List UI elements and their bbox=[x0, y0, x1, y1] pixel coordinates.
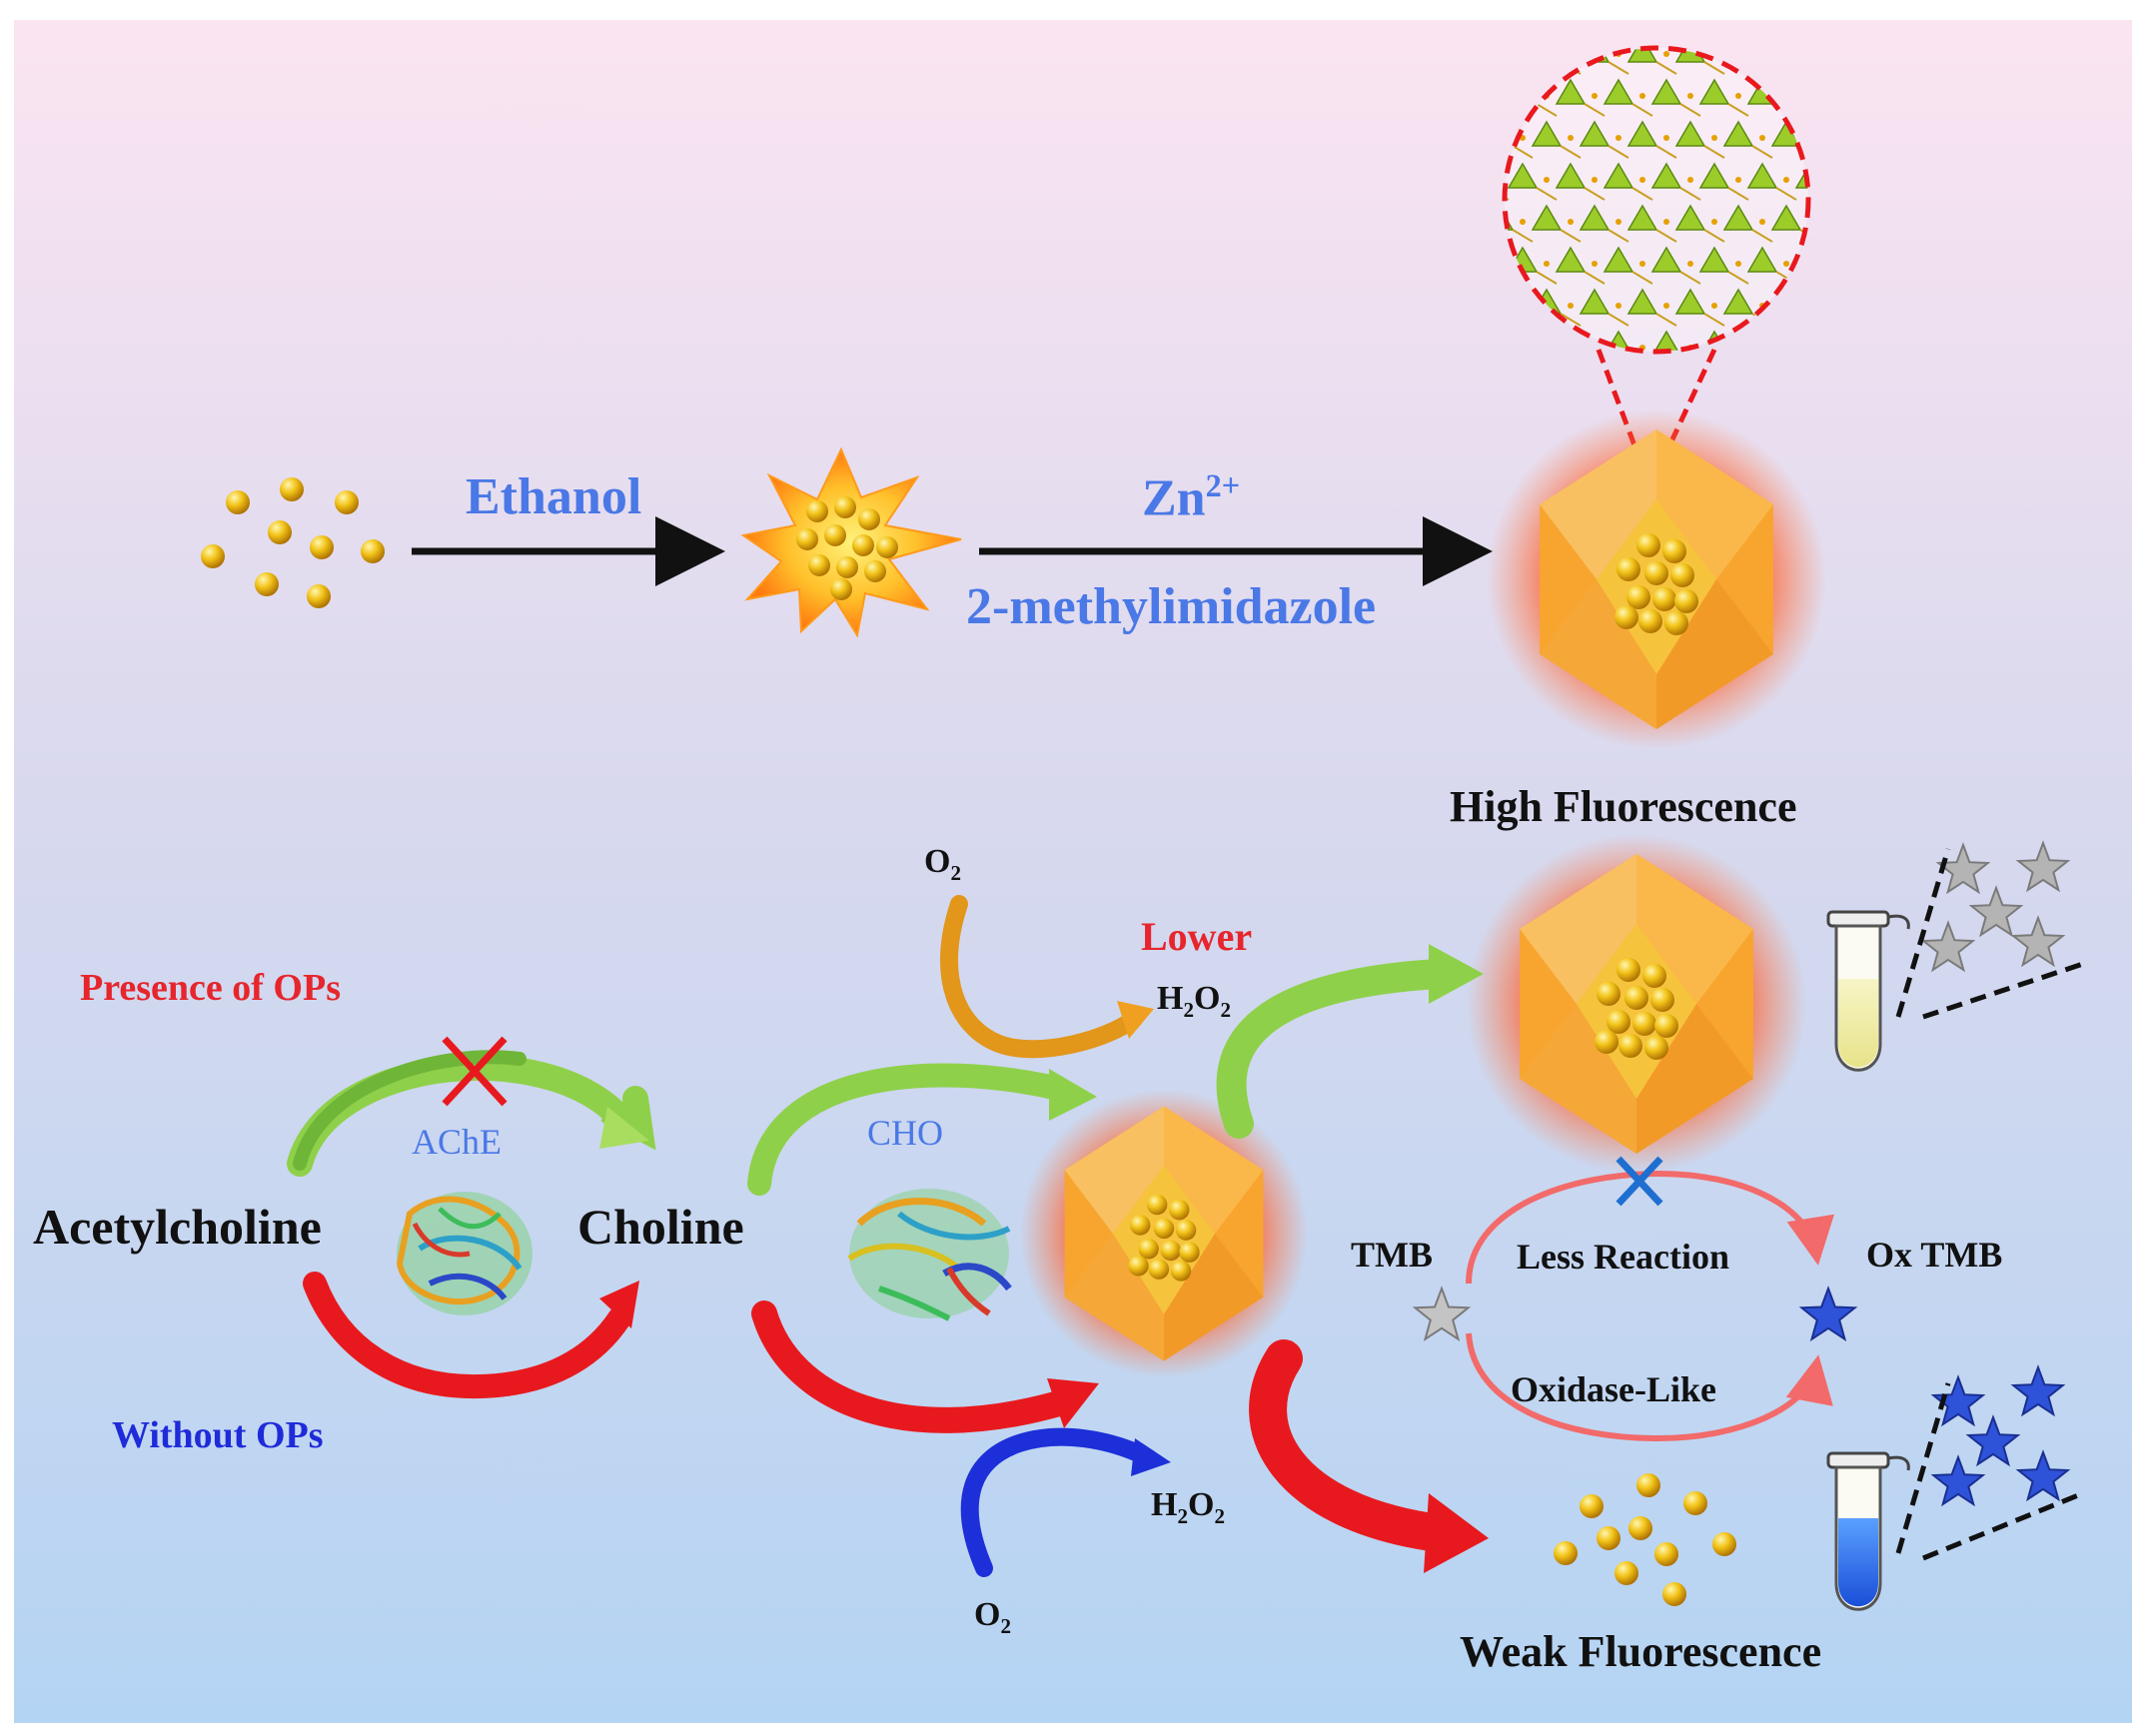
ethanol-label: Ethanol bbox=[466, 468, 642, 525]
cho-red-arrow bbox=[751, 1301, 1099, 1433]
o2-bottom-base: O bbox=[974, 1596, 1001, 1633]
o2-blue-arrow bbox=[960, 1427, 1171, 1577]
tmb-label: TMB bbox=[1351, 1235, 1434, 1275]
zn-base: Zn bbox=[1142, 469, 1206, 527]
zn-ion-label: Zn2+ bbox=[1142, 469, 1240, 524]
presence-ops-label: Presence of OPs bbox=[80, 967, 341, 1009]
less-reaction-label: Less Reaction bbox=[1517, 1237, 1729, 1277]
ache-red-arrow bbox=[303, 1272, 639, 1399]
cross-less-reaction-icon bbox=[1615, 1156, 1663, 1207]
test-tube-icon bbox=[1826, 848, 2084, 1072]
star-icon bbox=[1412, 840, 2071, 1507]
enzyme-cho-structure-icon bbox=[847, 1189, 1012, 1321]
oxidase-like-label: Oxidase-Like bbox=[1511, 1369, 1717, 1409]
free-gold-nanocluster-icon bbox=[1554, 1473, 1736, 1606]
h2o2-top-label: H2O2 bbox=[1157, 982, 1231, 1021]
o2-top-sub: 2 bbox=[950, 860, 961, 885]
o2-top-label: O2 bbox=[924, 845, 961, 884]
zn-charge: 2+ bbox=[1205, 467, 1241, 503]
zif8-dodecahedron-icon bbox=[1487, 410, 1826, 749]
h2o2-bottom-s1: 2 bbox=[1177, 1503, 1188, 1528]
cross-inhibition-icon bbox=[442, 1036, 508, 1107]
gold-nanocluster-icon bbox=[201, 477, 385, 608]
h2o2-top-o: O bbox=[1194, 980, 1221, 1017]
h2o2-bottom-s2: 2 bbox=[1214, 1503, 1225, 1528]
red-arrow-to-weak bbox=[1249, 1339, 1489, 1573]
h2o2-top-h: H bbox=[1157, 980, 1184, 1017]
ox-tmb-label: Ox TMB bbox=[1866, 1235, 2003, 1275]
tmb-oxidation-ring bbox=[1466, 1170, 1834, 1442]
enzyme-ache-structure-icon bbox=[396, 1192, 533, 1315]
weak-fluorescence-label: Weak Fluorescence bbox=[1460, 1627, 1822, 1676]
o2-bottom-label: O2 bbox=[974, 1598, 1011, 1637]
h2o2-top-s2: 2 bbox=[1220, 997, 1231, 1022]
lower-label: Lower bbox=[1141, 914, 1253, 959]
h2o2-bottom-o: O bbox=[1188, 1486, 1215, 1523]
o2-top-base: O bbox=[924, 843, 951, 880]
acetylcholine-label: Acetylcholine bbox=[33, 1199, 322, 1255]
high-fluorescence-label: High Fluorescence bbox=[1450, 782, 1797, 831]
choline-label: Choline bbox=[577, 1199, 744, 1255]
o2-orange-arrow bbox=[940, 895, 1154, 1059]
zif8-center-icon bbox=[1019, 1089, 1309, 1378]
h2o2-top-s1: 2 bbox=[1183, 997, 1194, 1022]
cho-green-arrow bbox=[747, 1063, 1097, 1196]
mof-framework-zoom-icon bbox=[1502, 45, 1811, 471]
without-ops-label: Without OPs bbox=[112, 1414, 324, 1456]
methylimidazole-label: 2-methylimidazole bbox=[966, 578, 1377, 635]
zif8-high-fluorescence-icon bbox=[1467, 834, 1806, 1174]
test-tube-blue-icon bbox=[1826, 1382, 2084, 1611]
cho-label: CHO bbox=[867, 1113, 944, 1153]
h2o2-bottom-h: H bbox=[1151, 1486, 1178, 1523]
green-arrow-to-high bbox=[1216, 944, 1484, 1139]
aggregated-nanocluster-burst-icon bbox=[740, 446, 962, 638]
h2o2-bottom-label: H2O2 bbox=[1151, 1488, 1225, 1527]
background-panel bbox=[14, 20, 2132, 1723]
o2-bottom-sub: 2 bbox=[1000, 1613, 1011, 1638]
ache-label: AChE bbox=[412, 1122, 502, 1162]
